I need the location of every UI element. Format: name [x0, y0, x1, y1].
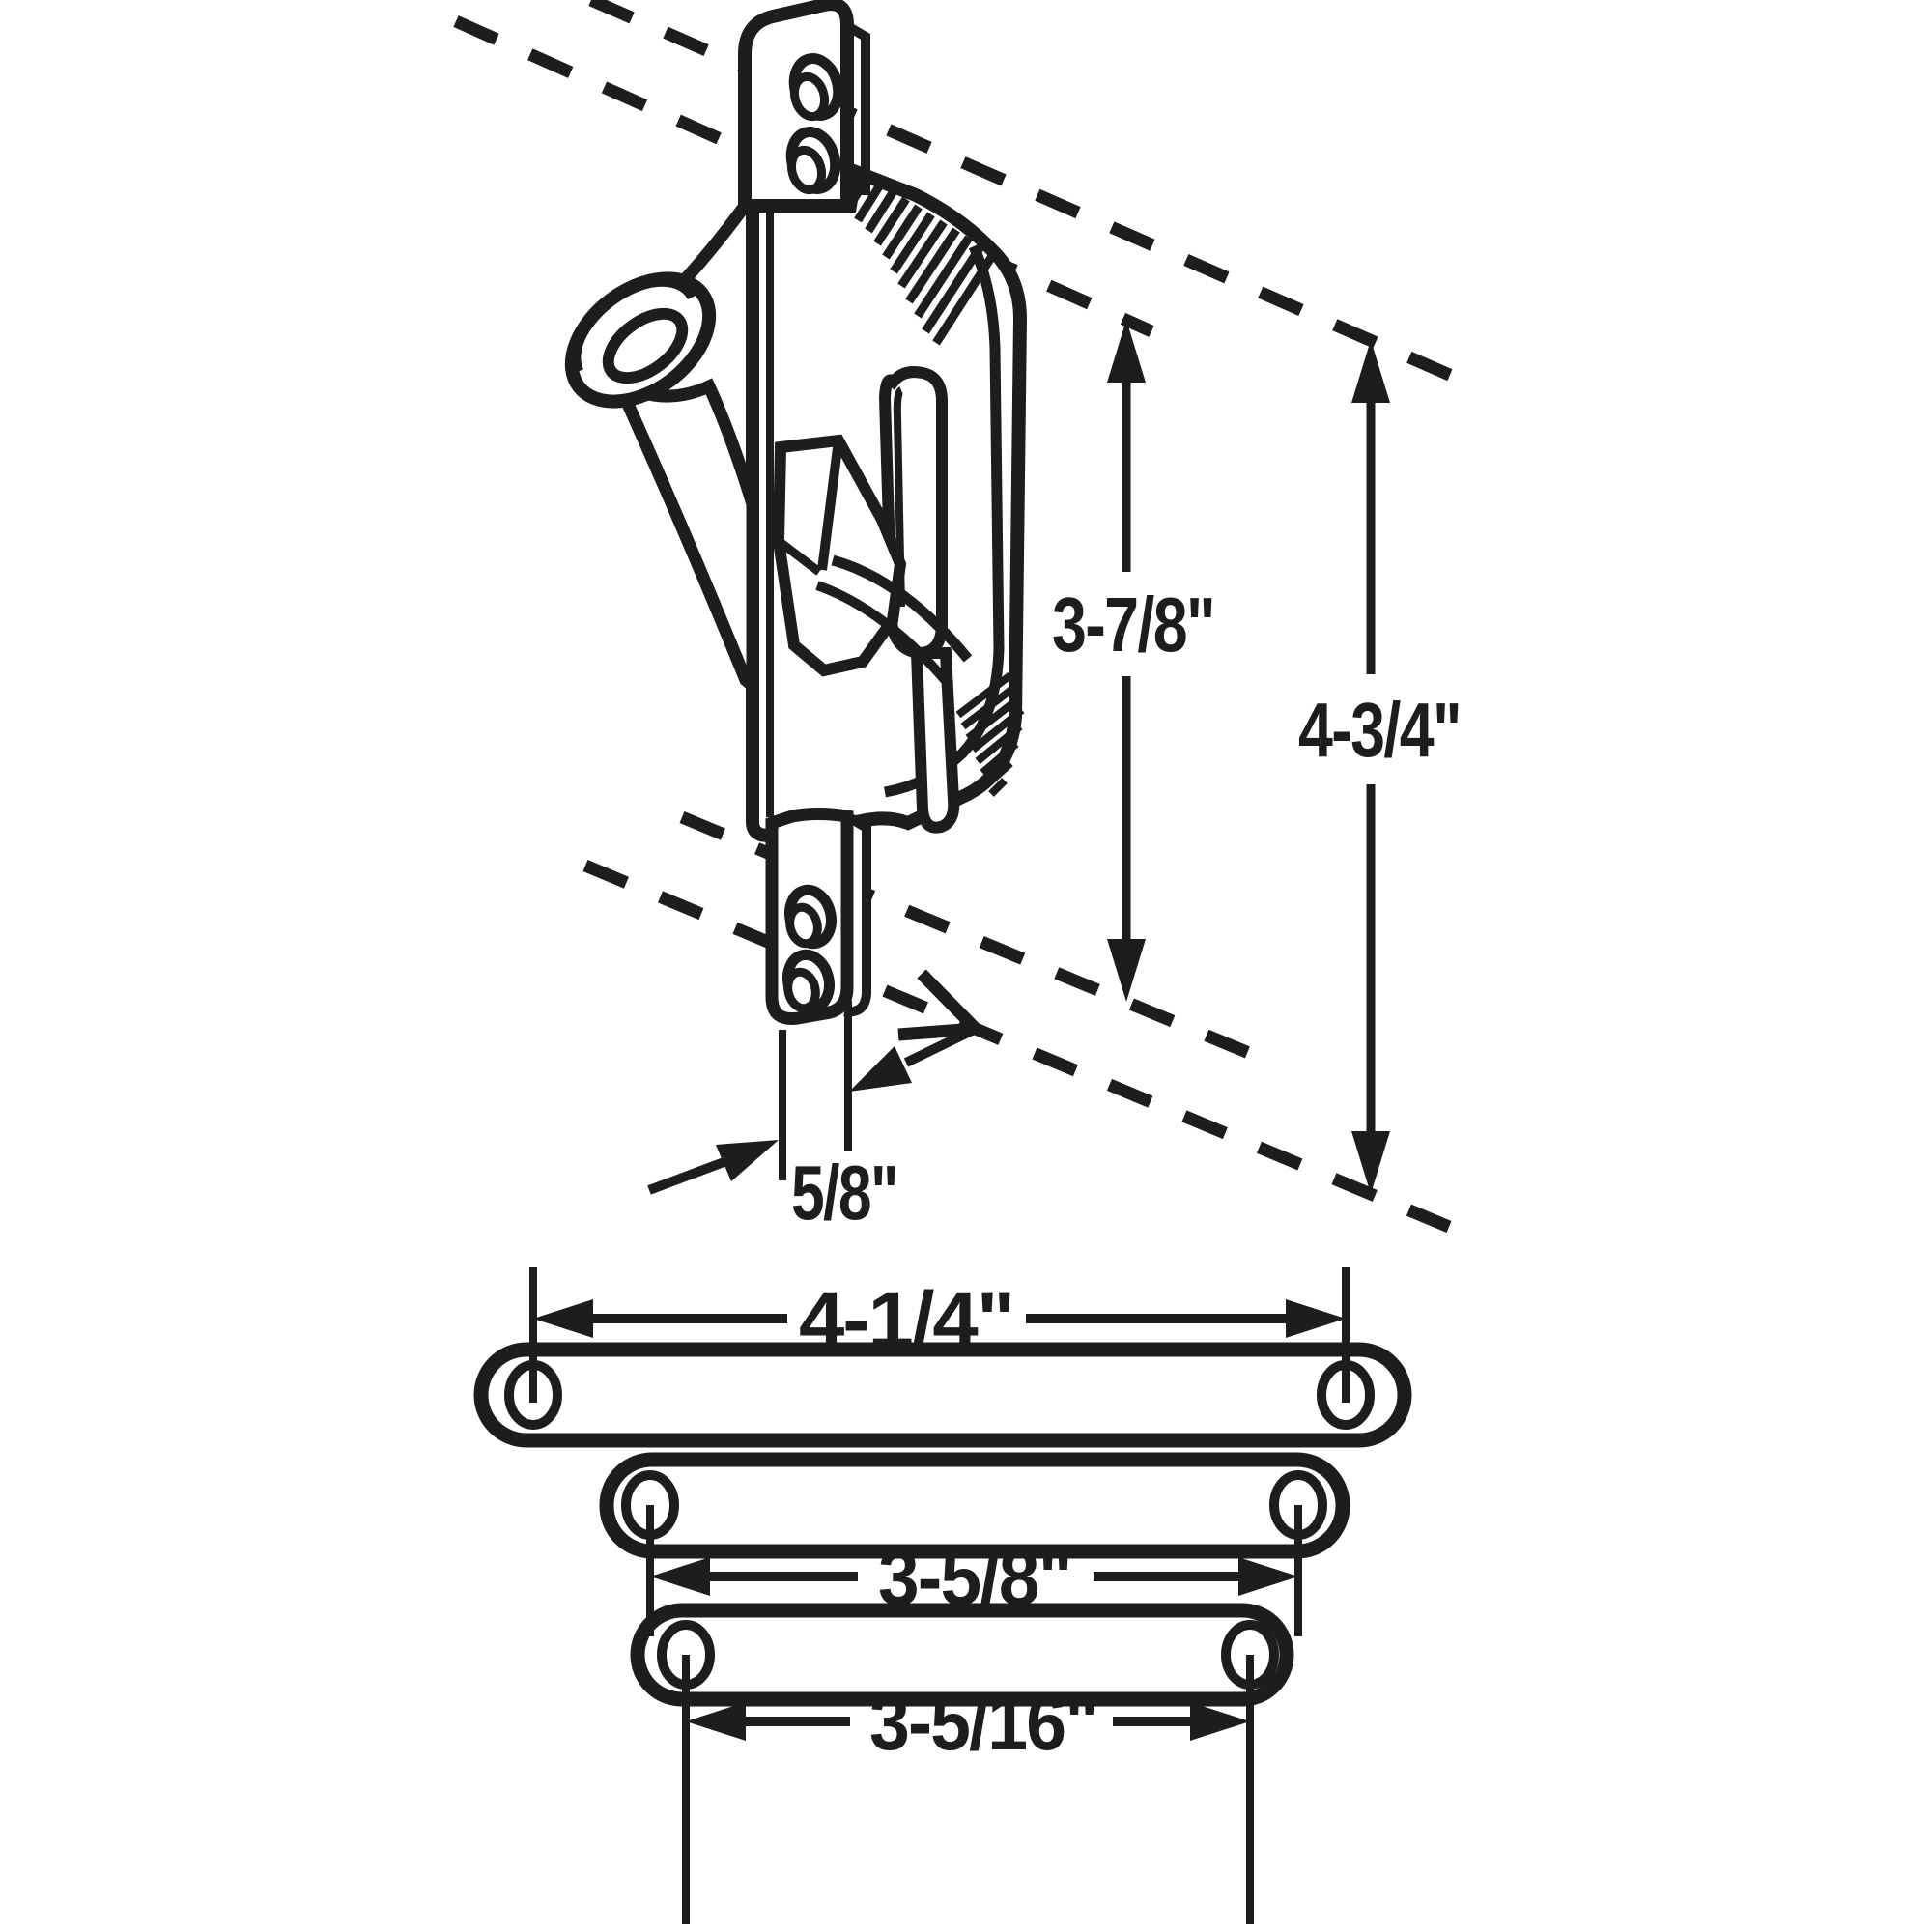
dimension-4-1-4: 4-1/4": [529, 1267, 1350, 1403]
handle-eyelet-accent: [572, 277, 696, 374]
dimension-label-4-3-4: 4-3/4": [1298, 687, 1461, 773]
lever-inner-line: [893, 386, 905, 608]
extension-lines: [682, 1655, 1254, 1924]
dimension-label-4-1-4: 4-1/4": [799, 1276, 1013, 1364]
cam-saddle-inner: [815, 581, 951, 686]
leader-shaft: [647, 1156, 728, 1195]
dashed-line-mid-lower: [582, 860, 1452, 1233]
screw-hole-inner-icon: [785, 902, 822, 949]
latch-assembly: [564, 0, 1028, 1026]
dashed-line-arrowhead-icon: [897, 969, 990, 1041]
dimension-label-5-8: 5/8": [791, 1150, 897, 1236]
bottom-plate-screw-holes: [782, 884, 837, 1014]
extension-lines: [646, 1505, 1302, 1636]
strap-1: [473, 1342, 1412, 1448]
arrowhead-oblique-icon: [849, 1046, 912, 1092]
arrowhead-left-icon: [686, 1702, 746, 1741]
handle-arm: [604, 367, 759, 700]
extension-lines: [529, 1267, 1350, 1403]
cam-edge-line: [776, 537, 822, 576]
dimension-label-3-5-8: 3-5/8": [878, 1534, 1071, 1622]
arrowhead-down-icon: [1351, 1131, 1390, 1194]
arrowhead-up-icon: [1351, 340, 1390, 403]
dimension-3-7-8: 3-7/8": [1052, 320, 1216, 1002]
screw-hole-inner-icon: [783, 967, 820, 1013]
screw-hole-inner-icon: [789, 71, 830, 122]
arrowhead-right-icon: [1190, 1702, 1250, 1741]
latch-tongue: [910, 647, 960, 834]
dimension-4-3-4: 4-3/4": [1298, 340, 1463, 1194]
top-plate-screw-holes: [785, 53, 844, 195]
arrowhead-up-icon: [1107, 320, 1146, 383]
bottom-mounting-plate: [765, 808, 871, 1026]
leader-shaft: [903, 1025, 977, 1067]
link-straps: [473, 1342, 1412, 1707]
arrowhead-right-icon: [1286, 1299, 1346, 1338]
top-plate-side: [846, 22, 870, 195]
serration-hatch-bottom: [955, 671, 1025, 797]
arrowhead-left-icon: [533, 1299, 593, 1338]
dimension-3-5-8: 3-5/8": [646, 1505, 1302, 1636]
arrowhead-oblique-icon: [716, 1140, 779, 1181]
screw-hole-inner-icon: [786, 145, 827, 195]
cam-fold-line: [817, 440, 843, 571]
dimension-label-3-5-16: 3-5/16": [869, 1679, 1097, 1767]
operator-handle: [564, 271, 759, 700]
arrowhead-down-icon: [1107, 939, 1146, 1002]
handle-eyelet-hole: [602, 307, 689, 384]
dimension-label-3-7-8: 3-7/8": [1052, 582, 1214, 668]
arrowhead-right-icon: [1238, 1557, 1298, 1596]
strap-2: [599, 1452, 1350, 1559]
arrowhead-left-icon: [650, 1557, 710, 1596]
strap-3: [630, 1603, 1294, 1707]
dimension-5-8: 5/8": [647, 1001, 977, 1236]
cam-mechanism: [772, 434, 973, 686]
extension-lines: [779, 1001, 852, 1180]
cam-saddle-outer: [831, 554, 973, 663]
dimension-3-5-16: 3-5/16": [682, 1655, 1254, 1924]
serration-hatch-top: [834, 165, 998, 346]
top-mounting-plate: [672, 0, 870, 293]
